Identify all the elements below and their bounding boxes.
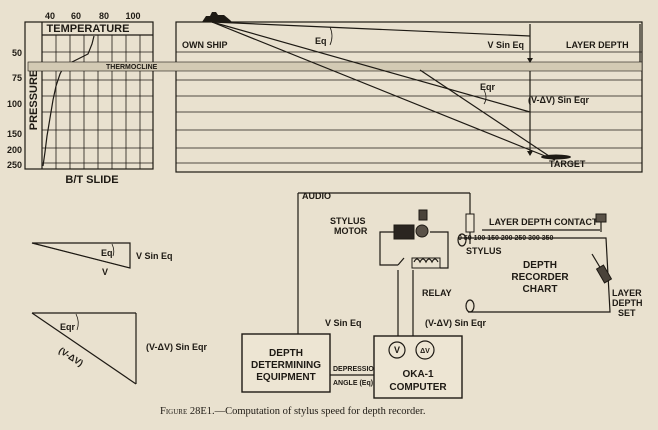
line-of-sight-to-target (211, 21, 556, 161)
temp-tick-60: 60 (71, 11, 81, 21)
stylus-motor-label-1: STYLUS (330, 216, 366, 226)
v-sin-eq-label: V Sin Eq (487, 40, 524, 50)
motor-wire-left (379, 231, 398, 266)
dde-label-1: DEPTH (269, 348, 303, 359)
depth-determining-equipment-box (241, 333, 331, 393)
own-ship-silhouette (202, 12, 232, 22)
depression-label-1: DEPRESSION (333, 366, 379, 373)
relay-housing (411, 257, 441, 269)
motor-body (393, 224, 415, 240)
vdv-sin-eqr-label: (V-ΔV) Sin Eqr (528, 95, 589, 105)
contact-knob (595, 213, 607, 223)
dv-dial (415, 340, 435, 360)
triangle-1-v: V (102, 267, 108, 277)
pressure-tick-50: 50 (12, 48, 22, 58)
recorder-label-1: DEPTH (523, 260, 557, 271)
eqr-angle-arc (483, 89, 487, 105)
triangle-2-arc (75, 313, 79, 331)
ocean-frame (175, 21, 643, 173)
layer-set-label-1: LAYER (612, 288, 642, 298)
layer-set-label-3: SET (618, 308, 636, 318)
v-sin-eq-signal-label: V Sin Eq (325, 318, 362, 328)
system-diagram: AUDIO STYLUS MOTOR STYLUS LAYER DEPTH CO… (241, 191, 643, 399)
eq-angle-label: Eq (315, 36, 327, 46)
stylus-motor (393, 209, 429, 240)
v-dial (388, 341, 406, 359)
triangle-2-eqr: Eqr (60, 322, 76, 332)
computer-label-2: COMPUTER (389, 382, 447, 393)
bathythermograph-trace (42, 35, 95, 167)
line-to-layer (211, 21, 531, 113)
temperature-title: TEMPERATURE (47, 23, 130, 35)
figure-number: Figure 28E1. (160, 406, 215, 417)
bt-slide-label: B/T SLIDE (65, 174, 118, 186)
layer-set-label-2: DEPTH (612, 298, 643, 308)
recorder-label-2: RECORDER (511, 272, 569, 283)
temp-tick-40: 40 (45, 11, 55, 21)
eqr-angle-label: Eqr (480, 82, 496, 92)
stylus-motor-label-2: MOTOR (334, 226, 368, 236)
depth-lines (176, 51, 642, 164)
refracted-line-to-target (419, 69, 556, 161)
layer-depth-set-knob (591, 253, 613, 284)
temp-tick-100: 100 (125, 11, 140, 21)
motor-wire-right (430, 231, 449, 269)
pressure-tick-250: 250 (7, 160, 22, 170)
chart-roll-bottom (465, 299, 475, 313)
dv-dial-label: ΔV (420, 348, 430, 355)
target-label: TARGET (549, 159, 586, 169)
computer-label-1: OKA-1 (402, 369, 434, 380)
triangle-1-hyp (31, 242, 131, 269)
triangle-2-side-label: (V-ΔV) Sin Eqr (146, 342, 207, 352)
eq-angle-arc (329, 26, 333, 46)
relay-coil (413, 258, 439, 264)
triangle-1-arc (111, 243, 115, 257)
audio-label: AUDIO (302, 191, 331, 201)
thermocline-label: THERMOCLINE (106, 64, 158, 71)
figure-caption-text: —Computation of stylus speed for depth r… (214, 406, 426, 417)
bt-slide: 40 60 80 100 TEMPERATURE PRESSURE 50 75 … (7, 11, 154, 186)
temp-tick-80: 80 (99, 11, 109, 21)
own-ship-label: OWN SHIP (182, 40, 228, 50)
pressure-axis-label: PRESSURE (28, 70, 40, 131)
set-knob-body (595, 264, 613, 284)
relay-label: RELAY (422, 288, 452, 298)
target-silhouette (541, 154, 571, 160)
triangle-1-eq: Eq (101, 248, 113, 258)
ocean-section: THERMOCLINE OWN SHIP Eq Eqr V Sin Eq LAY… (27, 12, 643, 173)
stylus-carriage (465, 213, 475, 233)
recorder-label-3: CHART (523, 284, 558, 295)
slide-grid (42, 35, 153, 169)
relay-switch (397, 257, 405, 266)
depression-label-2: ANGLE (Eq) (333, 380, 373, 387)
v-sin-eq-arrow (527, 58, 533, 63)
triangle-2-hyp-label: (V-ΔV) (57, 345, 85, 368)
triangle-vdv-sin-eqr: Eqr (V-ΔV) (V-ΔV) Sin Eqr (31, 312, 207, 385)
v-dial-label: V (394, 345, 400, 355)
triangle-2-hyp (31, 312, 137, 385)
recorder-scale: 0 50 100 150 200 250 300 350 (458, 235, 553, 242)
pressure-tick-150: 150 (7, 129, 22, 139)
horizontal-reference-line (211, 21, 531, 37)
chart-roll-top (457, 233, 467, 247)
dde-label-2: DETERMINING (251, 360, 321, 371)
dde-label-3: EQUIPMENT (256, 372, 315, 383)
vdv-arrow (527, 151, 533, 156)
pressure-tick-100: 100 (7, 99, 22, 109)
vdv-signal-label: (V-ΔV) Sin Eqr (425, 318, 486, 328)
triangle-1-side: V Sin Eq (136, 251, 173, 261)
stylus-label: STYLUS (466, 246, 502, 256)
motor-gear (415, 224, 429, 238)
pressure-tick-200: 200 (7, 145, 22, 155)
pressure-tick-75: 75 (12, 73, 22, 83)
motor-knob (418, 209, 428, 221)
layer-depth-contact-label: LAYER DEPTH CONTACT (489, 217, 598, 227)
slide-frame (24, 21, 154, 170)
layer-depth-label: LAYER DEPTH (566, 40, 629, 50)
triangle-v-sin-eq: Eq V V Sin Eq (31, 242, 173, 277)
figure-caption: Figure 28E1.—Computation of stylus speed… (160, 406, 425, 417)
